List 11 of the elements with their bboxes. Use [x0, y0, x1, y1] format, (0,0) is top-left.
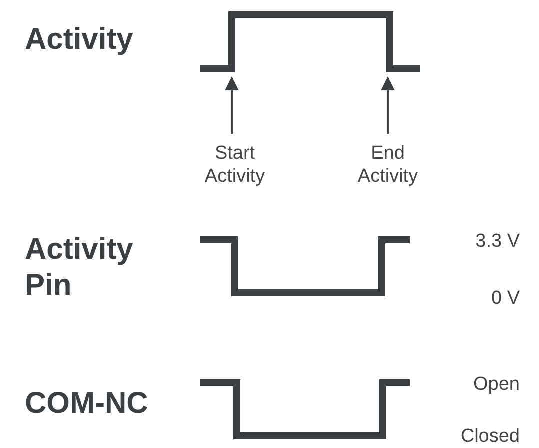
signal-name: Activity [25, 22, 134, 58]
level-label: 0 V [490, 287, 520, 310]
signal-name: Activity Pin [25, 232, 134, 304]
state-label: Open [472, 373, 520, 396]
signal-name: COM-NC [25, 386, 150, 422]
arrow [381, 76, 395, 134]
arrow [225, 76, 239, 134]
annotation-text: End Activity [343, 142, 433, 188]
state-label: Closed [460, 425, 520, 448]
level-label: 3.3 V [474, 230, 520, 253]
annotation-text: Start Activity [190, 142, 280, 188]
